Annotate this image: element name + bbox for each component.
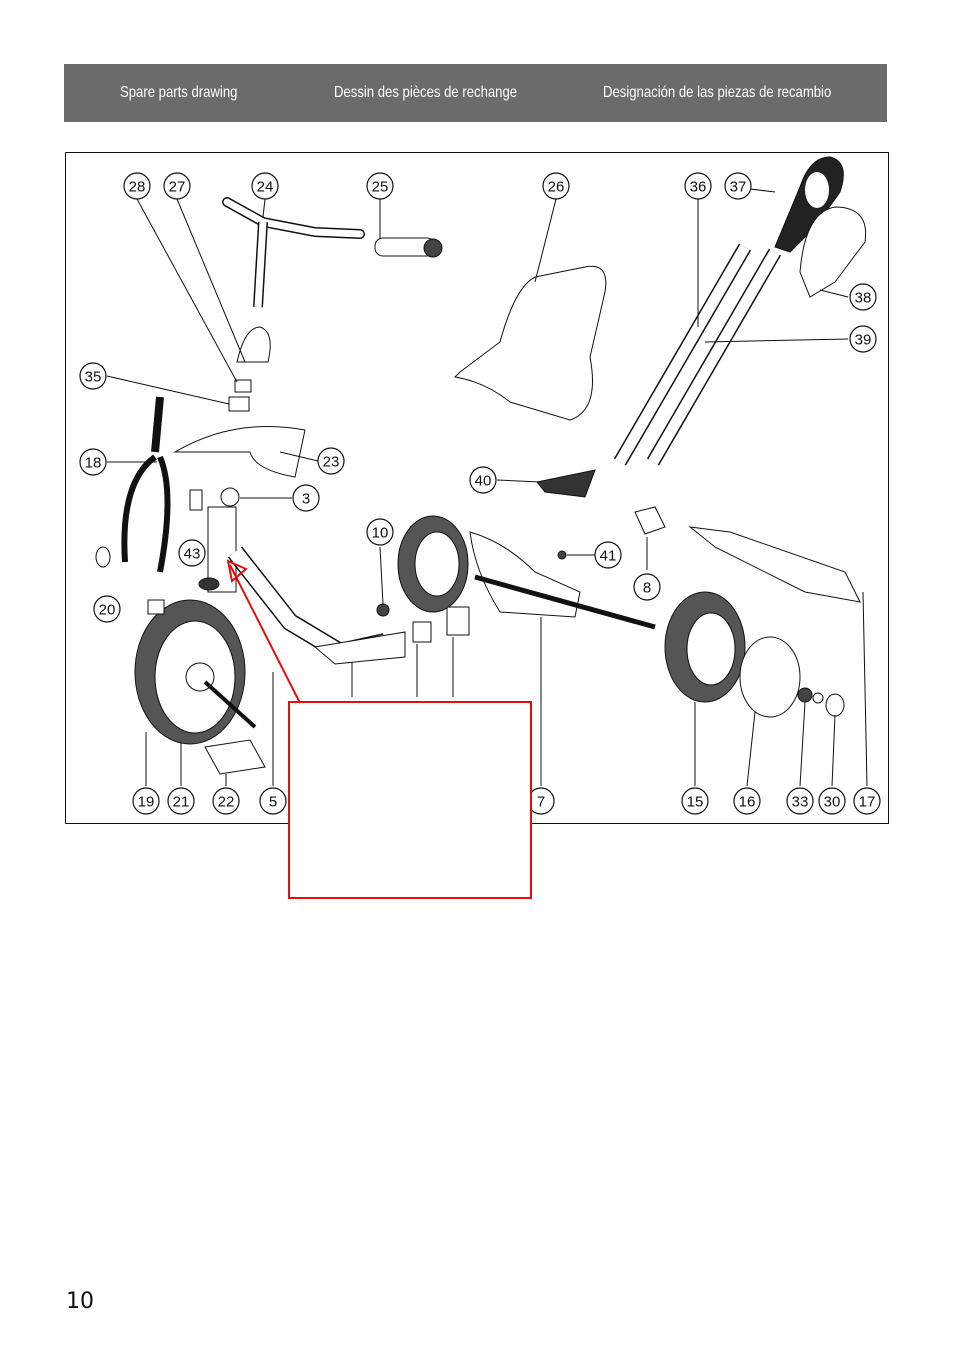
header-title-es: Designación de las piezas de recambio — [603, 84, 832, 101]
part-label-text: 10 — [372, 525, 389, 542]
part-label-circle — [259, 787, 287, 815]
part-label-circle — [163, 172, 191, 200]
part-label-circle — [849, 325, 877, 353]
part-label-circle — [79, 362, 107, 390]
part-label-text: 20 — [99, 602, 116, 619]
part-label-35: 35 — [79, 362, 107, 390]
part-label-text: 26 — [548, 179, 565, 196]
header-title-en: Spare parts drawing — [120, 84, 238, 101]
part-label-23: 23 — [317, 447, 345, 475]
part-label-circle — [167, 787, 195, 815]
part-label-25: 25 — [366, 172, 394, 200]
part-label-circle — [292, 484, 320, 512]
header-bar: Spare parts drawing Dessin des pièces de… — [64, 64, 887, 122]
part-label-circle — [786, 787, 814, 815]
part-label-circle — [132, 787, 160, 815]
part-label-27: 27 — [163, 172, 191, 200]
part-label-21: 21 — [167, 787, 195, 815]
part-label-10: 10 — [366, 518, 394, 546]
part-label-text: 43 — [184, 546, 201, 563]
part-label-circle — [684, 172, 712, 200]
part-label-text: 27 — [169, 179, 186, 196]
part-label-text: 39 — [855, 332, 872, 349]
part-label-text: 40 — [475, 473, 492, 490]
part-label-circle — [79, 448, 107, 476]
part-label-circle — [178, 539, 206, 567]
page-number: 10 — [66, 1289, 94, 1314]
part-label-17: 17 — [853, 787, 881, 815]
spare-parts-diagram: 28 27 24 25 26 36 37 38 39 35 18 23 3 40 10 41 43 8 20 19 21… — [65, 152, 889, 824]
part-label-26: 26 — [542, 172, 570, 200]
part-label-38: 38 — [849, 283, 877, 311]
callout-box — [288, 701, 532, 899]
part-label-text: 37 — [730, 179, 747, 196]
callout-pointer-arrow — [226, 559, 301, 704]
part-label-text: 16 — [739, 794, 756, 811]
part-label-circle — [849, 283, 877, 311]
part-label-circle — [469, 466, 497, 494]
part-label-43: 43 — [178, 539, 206, 567]
part-label-20: 20 — [93, 595, 121, 623]
part-label-circle — [542, 172, 570, 200]
part-label-text: 30 — [824, 794, 841, 811]
part-label-text: 36 — [690, 179, 707, 196]
part-label-text: 15 — [687, 794, 704, 811]
part-label-39: 39 — [849, 325, 877, 353]
part-label-text: 7 — [537, 794, 545, 811]
part-label-text: 24 — [257, 179, 274, 196]
part-label-circle — [123, 172, 151, 200]
part-label-text: 17 — [859, 794, 876, 811]
part-label-text: 33 — [792, 794, 809, 811]
part-label-text: 38 — [855, 290, 872, 307]
part-label-3: 3 — [292, 484, 320, 512]
part-label-18: 18 — [79, 448, 107, 476]
part-label-circle — [212, 787, 240, 815]
part-label-40: 40 — [469, 466, 497, 494]
part-label-41: 41 — [594, 541, 622, 569]
part-label-15: 15 — [681, 787, 709, 815]
part-label-text: 23 — [323, 454, 340, 471]
part-label-33: 33 — [786, 787, 814, 815]
part-label-text: 35 — [85, 369, 102, 386]
part-label-text: 18 — [85, 455, 102, 472]
part-label-circle — [366, 172, 394, 200]
part-label-text: 21 — [173, 794, 190, 811]
part-label-circle — [366, 518, 394, 546]
part-label-28: 28 — [123, 172, 151, 200]
part-label-text: 19 — [138, 794, 155, 811]
part-label-37: 37 — [724, 172, 752, 200]
part-label-circle — [594, 541, 622, 569]
part-label-circle — [633, 573, 661, 601]
part-label-circle — [251, 172, 279, 200]
part-label-circle — [818, 787, 846, 815]
part-label-text: 8 — [643, 580, 651, 597]
part-label-22: 22 — [212, 787, 240, 815]
part-label-36: 36 — [684, 172, 712, 200]
part-label-19: 19 — [132, 787, 160, 815]
part-label-circle — [733, 787, 761, 815]
part-label-8: 8 — [633, 573, 661, 601]
header-title-fr: Dessin des pièces de rechange — [334, 84, 518, 101]
part-label-text: 3 — [302, 491, 310, 508]
part-label-text: 5 — [269, 794, 277, 811]
part-label-circle — [93, 595, 121, 623]
part-label-text: 41 — [600, 548, 617, 565]
part-label-text: 25 — [372, 179, 389, 196]
part-label-16: 16 — [733, 787, 761, 815]
part-label-circle — [853, 787, 881, 815]
part-label-text: 22 — [218, 794, 235, 811]
part-label-circle — [681, 787, 709, 815]
part-label-5: 5 — [259, 787, 287, 815]
part-label-30: 30 — [818, 787, 846, 815]
part-label-circle — [724, 172, 752, 200]
part-label-24: 24 — [251, 172, 279, 200]
part-label-text: 28 — [129, 179, 146, 196]
part-label-circle — [317, 447, 345, 475]
